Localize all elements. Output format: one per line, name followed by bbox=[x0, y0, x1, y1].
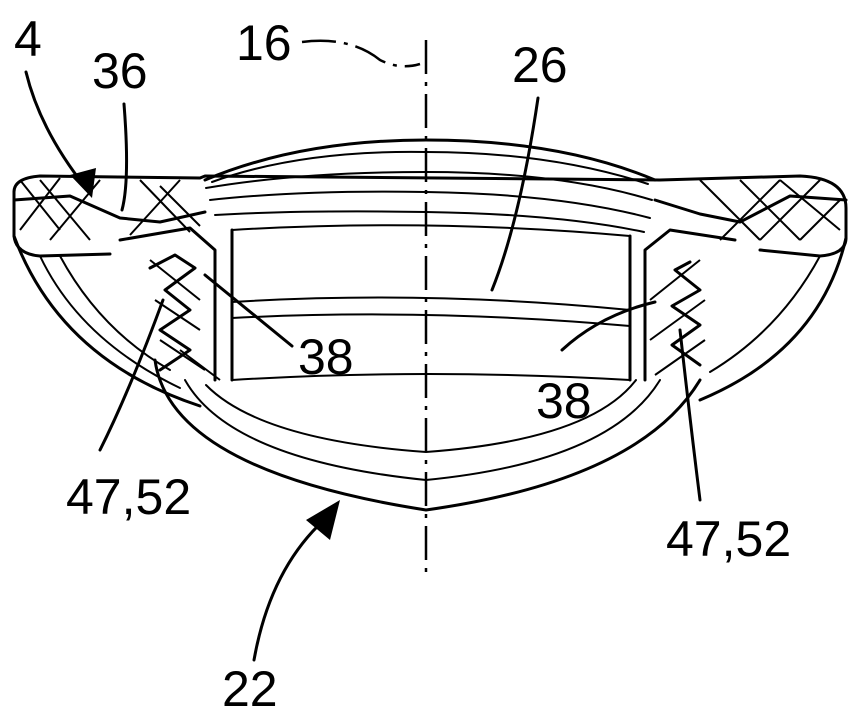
leader-36 bbox=[122, 104, 127, 210]
ref-label-38-left: 38 bbox=[298, 329, 354, 385]
ref-label-26: 26 bbox=[512, 37, 568, 93]
ref-label-4: 4 bbox=[14, 11, 42, 67]
right-seal-section bbox=[645, 180, 846, 380]
leader-38-right bbox=[562, 302, 655, 350]
ref-label-22: 22 bbox=[222, 661, 278, 717]
leader-4 bbox=[26, 72, 86, 188]
leader-38-left bbox=[205, 275, 292, 346]
leader-47-52-right bbox=[680, 330, 700, 500]
ref-label-38-right: 38 bbox=[536, 373, 592, 429]
leader-22 bbox=[254, 520, 324, 660]
ref-label-16: 16 bbox=[236, 15, 292, 71]
ref-label-36: 36 bbox=[92, 43, 148, 99]
leader-lines bbox=[26, 41, 700, 660]
housing-body bbox=[14, 140, 846, 510]
leader-16 bbox=[302, 41, 420, 66]
ref-label-47-52-left: 47,52 bbox=[66, 469, 191, 525]
ref-label-47-52-right: 47,52 bbox=[666, 511, 791, 567]
